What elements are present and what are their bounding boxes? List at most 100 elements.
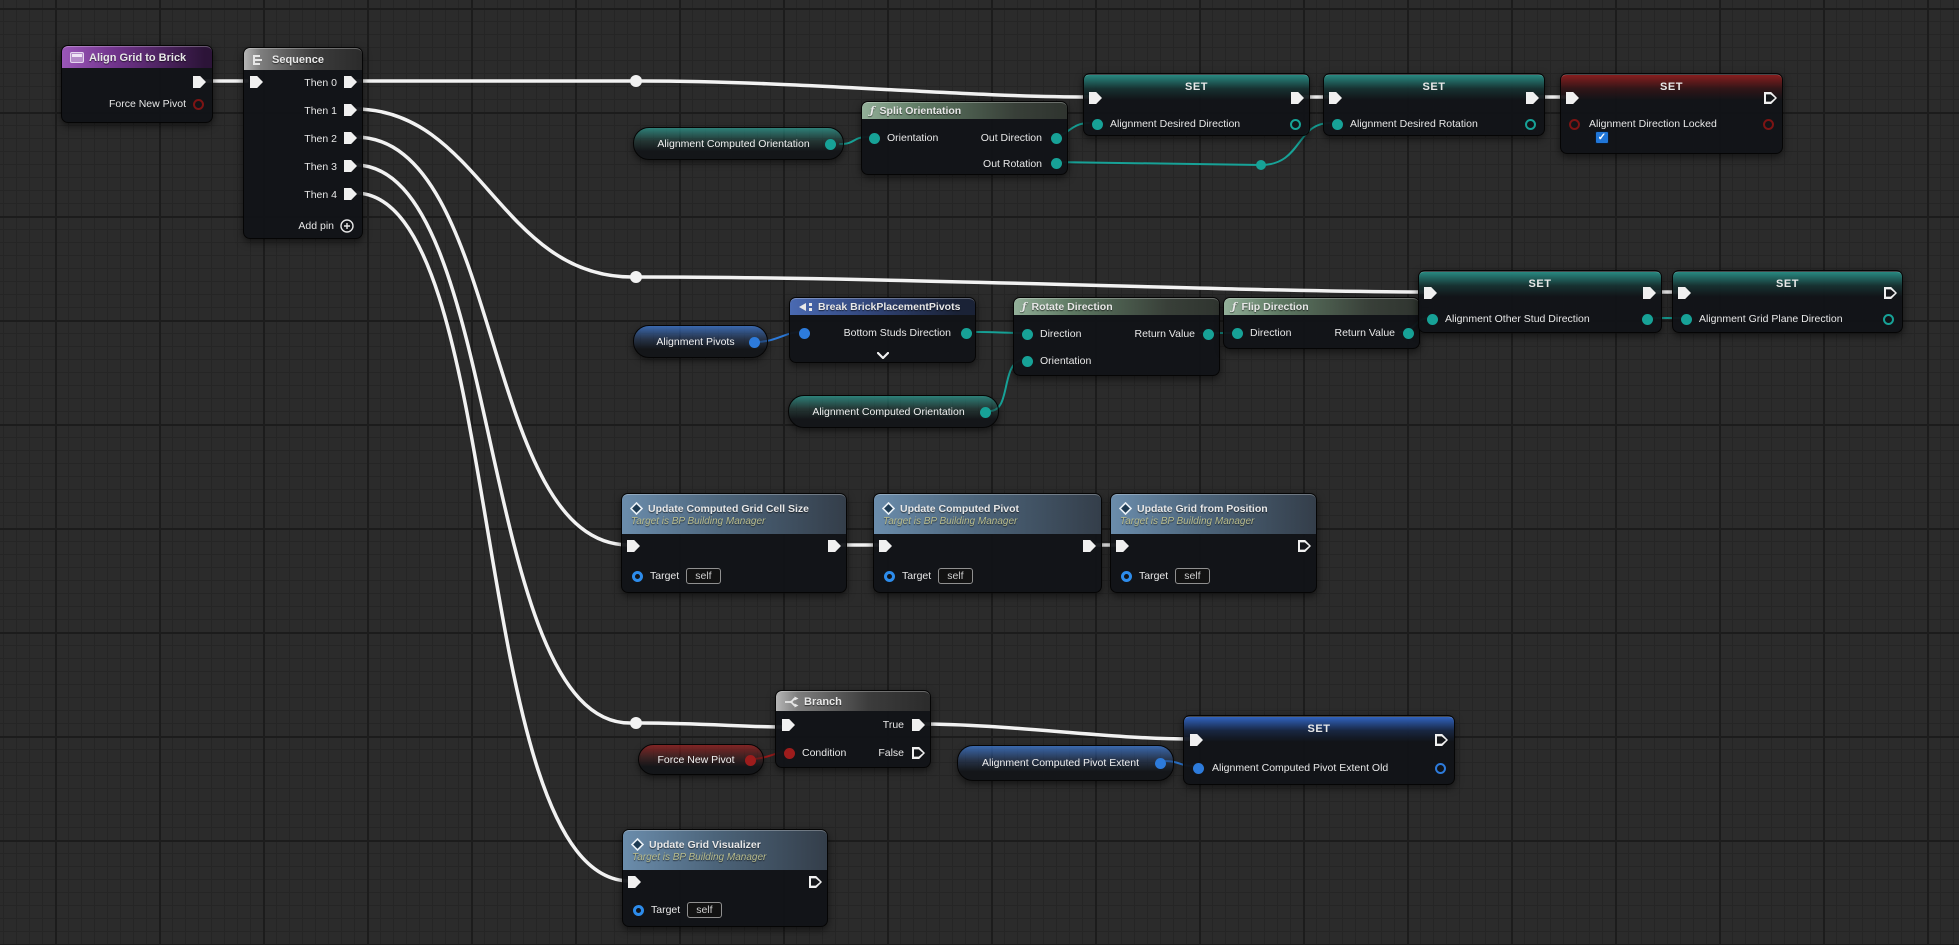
node-rotate-direction[interactable]: ƒ Rotate Direction Direction Return Valu… bbox=[1013, 297, 1220, 376]
target-self-value[interactable]: self bbox=[938, 568, 973, 584]
exec-out-pin[interactable] bbox=[1764, 92, 1777, 104]
exec-in-pin[interactable] bbox=[250, 76, 263, 88]
condition-pin[interactable] bbox=[784, 748, 795, 759]
exec-out-pin[interactable] bbox=[809, 876, 822, 888]
out-rotation-pin[interactable] bbox=[1051, 158, 1062, 169]
node-set-alignment-other-stud-direction[interactable]: SET Alignment Other Stud Direction bbox=[1418, 270, 1662, 333]
expand-chevron-icon[interactable] bbox=[876, 352, 889, 359]
getter-alignment-computed-orientation-2[interactable]: Alignment Computed Orientation bbox=[788, 395, 999, 428]
exec-in-pin[interactable] bbox=[1424, 287, 1437, 299]
value-in-pin[interactable] bbox=[1193, 763, 1204, 774]
reroute-node[interactable] bbox=[630, 75, 642, 87]
value-out-pin[interactable] bbox=[1435, 763, 1446, 774]
value-out-pin[interactable] bbox=[1642, 314, 1653, 325]
value-out-pin[interactable] bbox=[1290, 119, 1301, 130]
value-in-pin[interactable] bbox=[1332, 119, 1343, 130]
orientation-in-pin[interactable] bbox=[1022, 356, 1033, 367]
value-out-pin[interactable] bbox=[1883, 314, 1894, 325]
exec-in-pin[interactable] bbox=[1566, 92, 1579, 104]
getter-alignment-computed-orientation[interactable]: Alignment Computed Orientation bbox=[633, 127, 844, 160]
value-out-pin[interactable] bbox=[1525, 119, 1536, 130]
node-set-alignment-desired-direction[interactable]: SET Alignment Desired Direction bbox=[1083, 73, 1310, 136]
target-pin[interactable] bbox=[632, 570, 643, 582]
value-out-pin[interactable] bbox=[1155, 758, 1166, 769]
exec-in-pin[interactable] bbox=[879, 540, 892, 552]
node-align-grid-to-brick[interactable]: Align Grid to Brick Force New Pivot bbox=[61, 45, 213, 123]
exec-out-pin-then0[interactable] bbox=[344, 76, 357, 88]
direction-in-pin[interactable] bbox=[1022, 329, 1033, 340]
exec-in-pin[interactable] bbox=[1678, 287, 1691, 299]
getter-alignment-pivots[interactable]: Alignment Pivots bbox=[633, 325, 768, 358]
value-in-pin[interactable] bbox=[1092, 119, 1103, 130]
value-out-pin[interactable] bbox=[749, 337, 760, 348]
exec-out-pin[interactable] bbox=[193, 76, 206, 88]
node-set-alignment-desired-rotation[interactable]: SET Alignment Desired Rotation bbox=[1323, 73, 1545, 136]
bool-checkbox-checked[interactable]: ✓ bbox=[1595, 131, 1609, 144]
reroute-node[interactable] bbox=[630, 717, 642, 729]
node-branch[interactable]: Branch True Condition False bbox=[775, 690, 931, 768]
node-set-alignment-grid-plane-direction[interactable]: SET Alignment Grid Plane Direction bbox=[1672, 270, 1903, 333]
node-sequence[interactable]: Sequence Then 0 Then 1 Then 2 Then 3 The… bbox=[243, 47, 363, 239]
exec-in-pin[interactable] bbox=[1089, 92, 1102, 104]
getter-force-new-pivot[interactable]: Force New Pivot bbox=[638, 744, 764, 775]
value-out-pin[interactable] bbox=[825, 139, 836, 150]
add-pin-button[interactable]: Add pin bbox=[298, 219, 354, 233]
exec-out-pin[interactable] bbox=[1884, 287, 1897, 299]
node-title: Flip Direction bbox=[1241, 301, 1309, 313]
exec-in-pin[interactable] bbox=[782, 719, 795, 731]
false-exec-pin[interactable] bbox=[912, 747, 925, 759]
value-in-pin[interactable] bbox=[1569, 119, 1580, 130]
exec-out-pin-then3[interactable] bbox=[344, 160, 357, 172]
exec-out-pin[interactable] bbox=[1643, 287, 1656, 299]
target-pin[interactable] bbox=[1121, 570, 1132, 582]
variable-label: Alignment Computed Pivot Extent bbox=[982, 757, 1139, 769]
target-self-value[interactable]: self bbox=[1175, 568, 1210, 584]
node-set-alignment-direction-locked[interactable]: SET Alignment Direction Locked ✓ bbox=[1560, 73, 1783, 154]
reroute-node-teal[interactable] bbox=[1256, 160, 1266, 170]
value-out-pin[interactable] bbox=[745, 755, 756, 766]
node-split-orientation[interactable]: ƒ Split Orientation Orientation Out Dire… bbox=[861, 101, 1068, 175]
node-flip-direction[interactable]: ƒ Flip Direction Direction Return Value bbox=[1223, 297, 1420, 349]
orientation-in-pin[interactable] bbox=[869, 133, 880, 144]
value-in-pin[interactable] bbox=[1427, 314, 1438, 325]
reroute-node[interactable] bbox=[630, 271, 642, 283]
node-break-brickplacementpivots[interactable]: Break BrickPlacementPivots Bottom Studs … bbox=[789, 297, 976, 363]
exec-in-pin[interactable] bbox=[1116, 540, 1129, 552]
getter-alignment-computed-pivot-extent[interactable]: Alignment Computed Pivot Extent bbox=[957, 745, 1174, 781]
exec-in-pin[interactable] bbox=[628, 876, 641, 888]
value-out-pin[interactable] bbox=[980, 407, 991, 418]
node-update-computed-pivot[interactable]: Update Computed Pivot Target is BP Build… bbox=[873, 493, 1102, 593]
exec-out-pin[interactable] bbox=[1291, 92, 1304, 104]
target-self-value[interactable]: self bbox=[686, 568, 721, 584]
node-update-computed-grid-cell-size[interactable]: Update Computed Grid Cell Size Target is… bbox=[621, 493, 847, 593]
out-direction-pin[interactable] bbox=[1051, 133, 1062, 144]
exec-out-pin-then2[interactable] bbox=[344, 132, 357, 144]
exec-out-pin[interactable] bbox=[1298, 540, 1311, 552]
value-in-pin[interactable] bbox=[1681, 314, 1692, 325]
exec-out-pin[interactable] bbox=[1435, 734, 1448, 746]
exec-in-pin[interactable] bbox=[1329, 92, 1342, 104]
node-update-grid-visualizer[interactable]: Update Grid Visualizer Target is BP Buil… bbox=[622, 829, 828, 927]
struct-in-pin[interactable] bbox=[799, 328, 810, 339]
true-exec-pin[interactable] bbox=[912, 719, 925, 731]
node-update-grid-from-position[interactable]: Update Grid from Position Target is BP B… bbox=[1110, 493, 1317, 593]
exec-in-pin[interactable] bbox=[627, 540, 640, 552]
force-new-pivot-pin[interactable] bbox=[193, 99, 204, 110]
target-pin[interactable] bbox=[633, 904, 644, 916]
direction-in-pin[interactable] bbox=[1232, 328, 1243, 339]
target-self-value[interactable]: self bbox=[687, 902, 722, 918]
exec-out-pin-then4[interactable] bbox=[344, 188, 357, 200]
bottom-studs-direction-pin[interactable] bbox=[961, 328, 972, 339]
return-value-pin[interactable] bbox=[1203, 329, 1214, 340]
target-pin[interactable] bbox=[884, 570, 895, 582]
return-value-pin[interactable] bbox=[1403, 328, 1414, 339]
pin-label: Alignment Direction Locked bbox=[1589, 118, 1717, 130]
node-set-alignment-computed-pivot-extent-old[interactable]: SET Alignment Computed Pivot Extent Old bbox=[1183, 715, 1455, 785]
exec-out-pin[interactable] bbox=[1083, 540, 1096, 552]
exec-in-pin[interactable] bbox=[1190, 734, 1203, 746]
exec-out-pin-then1[interactable] bbox=[344, 104, 357, 116]
exec-out-pin[interactable] bbox=[1526, 92, 1539, 104]
value-out-pin[interactable] bbox=[1763, 119, 1774, 130]
exec-out-pin[interactable] bbox=[828, 540, 841, 552]
